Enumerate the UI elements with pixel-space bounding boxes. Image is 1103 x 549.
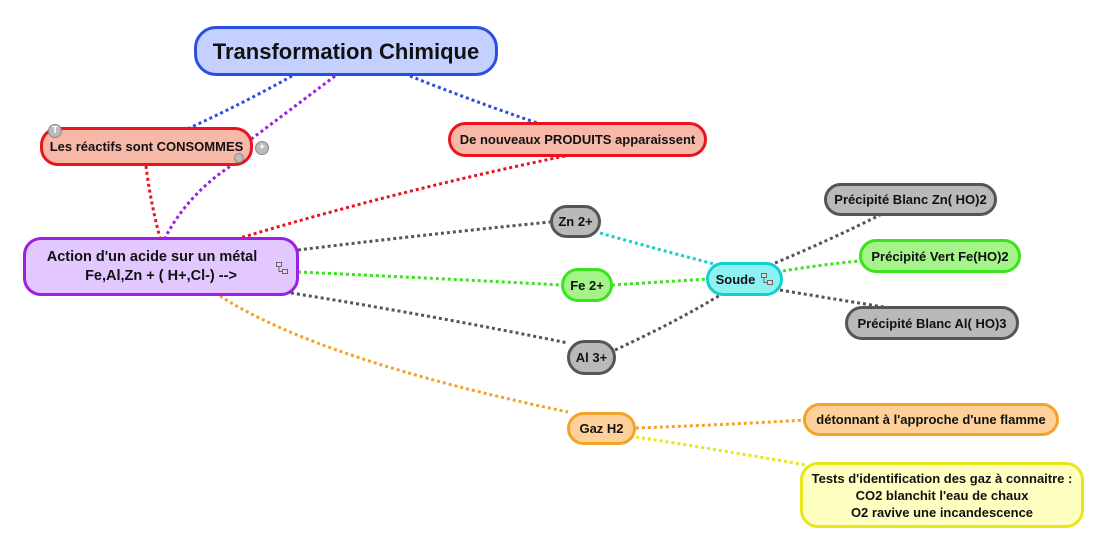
node-tests[interactable]: Tests d'identification des gaz à connait… xyxy=(800,462,1084,528)
link-al-soude xyxy=(614,290,726,352)
node-gaz-label: Gaz H2 xyxy=(579,421,624,436)
link-root-produits xyxy=(409,74,541,126)
link-root-reactifs xyxy=(184,74,293,132)
node-detonnant[interactable]: détonnant à l'approche d'une flamme xyxy=(803,403,1059,436)
node-zn[interactable]: Zn 2+ xyxy=(550,205,601,238)
node-produits-label: De nouveaux PRODUITS apparaissent xyxy=(459,132,696,147)
node-fe-precip-label: Précipité Vert Fe(HO)2 xyxy=(871,248,1009,264)
link-gaz-tests xyxy=(635,435,807,467)
node-tests-line2: CO2 blanchit l'eau de chaux xyxy=(855,487,1029,503)
link-reactifs-action-purple xyxy=(163,158,241,239)
link-action-zn xyxy=(297,220,551,252)
submap-icon[interactable] xyxy=(761,273,774,285)
node-zn-precip-label: Précipité Blanc Zn( HO)2 xyxy=(834,192,987,207)
node-al-precip[interactable]: Précipité Blanc Al( HO)3 xyxy=(845,306,1019,340)
node-zn-label: Zn 2+ xyxy=(558,214,593,229)
link-root-reactifs-purple xyxy=(249,74,336,142)
submap-icon[interactable] xyxy=(276,262,288,274)
node-al-label: Al 3+ xyxy=(575,350,608,365)
link-fe-soude xyxy=(611,277,709,287)
link-soude-fe-precip xyxy=(782,258,871,273)
node-action[interactable]: Action d'un acide sur un métal Fe,Al,Zn … xyxy=(23,237,299,296)
root-title: Transformation Chimique xyxy=(212,38,480,64)
node-soude[interactable]: Soude xyxy=(706,262,783,296)
node-action-line2: Fe,Al,Zn + ( H+,Cl-) --> xyxy=(85,267,237,284)
link-action-fe xyxy=(297,270,563,287)
link-soude-al-precip xyxy=(779,288,891,310)
node-gaz[interactable]: Gaz H2 xyxy=(567,412,636,445)
node-action-line1: Action d'un acide sur un métal xyxy=(46,248,258,265)
link-zn-soude xyxy=(599,231,719,267)
node-reactifs[interactable]: Les réactifs sont CONSOMMES xyxy=(40,127,253,166)
root-node[interactable]: Transformation Chimique xyxy=(194,26,498,76)
link-action-gaz xyxy=(219,294,569,414)
node-fe-precip[interactable]: Précipité Vert Fe(HO)2 xyxy=(859,239,1021,273)
node-fe[interactable]: Fe 2+ xyxy=(561,268,613,302)
node-detonnant-label: détonnant à l'approche d'une flamme xyxy=(816,412,1046,427)
note-icon[interactable]: T xyxy=(48,124,62,138)
link-gaz-detonnant xyxy=(635,418,807,430)
node-tests-line1: Tests d'identification des gaz à connait… xyxy=(811,470,1073,486)
node-al[interactable]: Al 3+ xyxy=(567,340,616,375)
node-reactifs-label: Les réactifs sont CONSOMMES xyxy=(49,139,244,154)
node-produits[interactable]: De nouveaux PRODUITS apparaissent xyxy=(448,122,707,157)
link-soude-zn-precip xyxy=(774,213,881,265)
node-fe-label: Fe 2+ xyxy=(570,277,604,293)
node-tests-line3: O2 ravive une incandescence xyxy=(850,504,1034,520)
link-action-al xyxy=(284,290,569,345)
node-soude-label: Soude xyxy=(715,271,756,287)
node-zn-precip[interactable]: Précipité Blanc Zn( HO)2 xyxy=(824,183,997,216)
link-produits-action xyxy=(239,154,566,240)
node-al-precip-label: Précipité Blanc Al( HO)3 xyxy=(857,315,1007,331)
link-reactifs-action xyxy=(144,165,162,239)
attachment-icon xyxy=(234,153,244,163)
expand-plus-icon[interactable]: + xyxy=(255,141,269,155)
